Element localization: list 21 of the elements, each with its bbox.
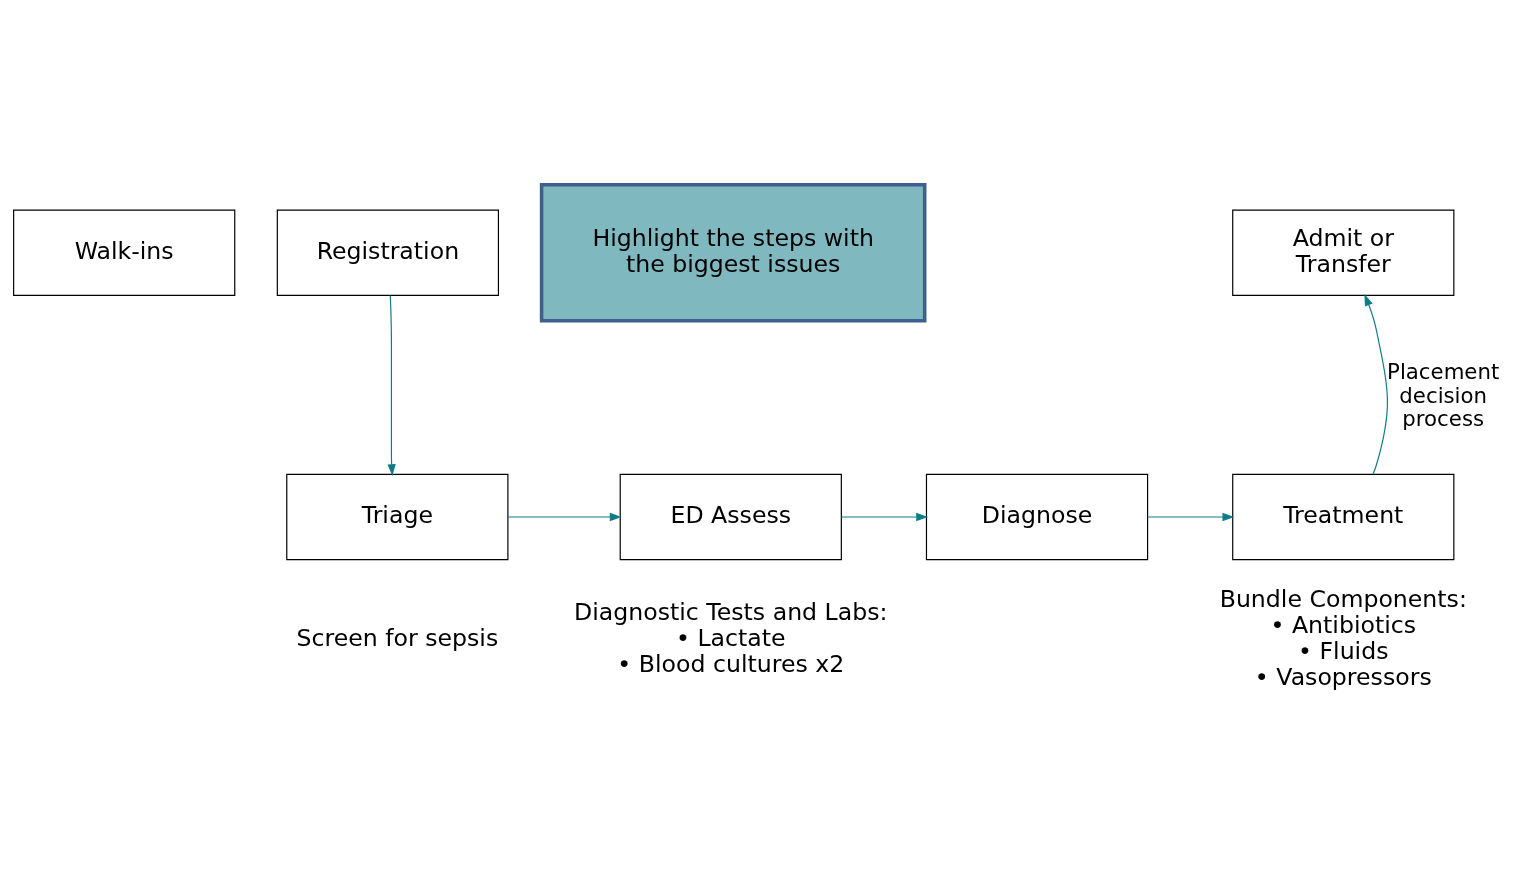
node-label: • Vasopressors	[1254, 662, 1432, 691]
node-box: Diagnose	[925, 473, 1149, 561]
node-label: Screen for sepsis	[296, 623, 499, 652]
node-box: Walk-ins	[13, 209, 236, 296]
arrow	[387, 294, 396, 476]
node-label: • Lactate	[675, 623, 786, 652]
node-box: Admit or Transfer	[1232, 209, 1455, 296]
arrow	[840, 512, 929, 522]
node-box: Registration	[276, 209, 499, 296]
arrow	[1147, 512, 1235, 522]
node-box: Treatment	[1232, 473, 1455, 561]
node-box: Triage	[286, 473, 509, 561]
node-label: • Fluids	[1298, 636, 1389, 665]
node-box: ED Assess	[619, 473, 842, 561]
node-box: Highlight the steps with the biggest issues	[539, 182, 927, 323]
edge-label: Placement decision process	[1387, 359, 1500, 432]
arrow	[1364, 294, 1388, 475]
arrow	[507, 512, 622, 522]
node-label: • Blood cultures x2	[617, 649, 845, 678]
node-label: Bundle Components:	[1219, 584, 1467, 613]
node-label: Diagnostic Tests and Labs:	[574, 597, 888, 626]
